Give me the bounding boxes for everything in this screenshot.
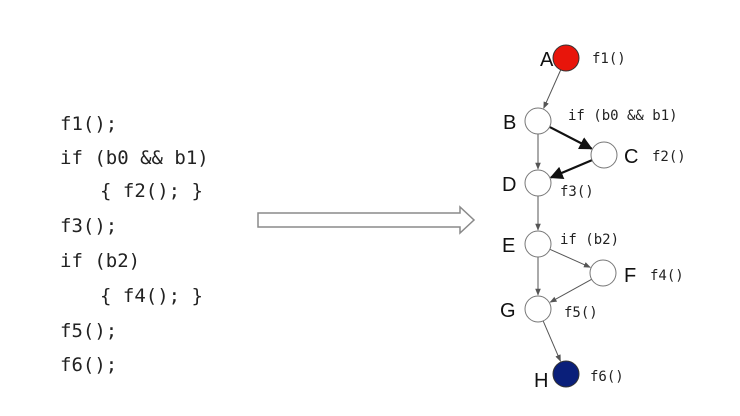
transform-arrow: [257, 205, 476, 235]
edge-g-h: [542, 320, 561, 362]
node-circle-h: [552, 360, 580, 388]
node-code-g: f5(): [564, 305, 598, 321]
code-line-f5: f5();: [60, 320, 118, 342]
code-line-f2-block: { f2(); }: [100, 180, 203, 202]
node-code-e: if (b2): [560, 232, 619, 248]
edge-f-g: [549, 278, 592, 303]
node-circle-f: [589, 259, 617, 287]
edge-a-b: [543, 69, 562, 109]
node-label-f: F: [624, 265, 636, 287]
code-line-if-b2: if (b2): [60, 250, 141, 272]
node-label-d: D: [502, 174, 516, 196]
node-label-b: B: [503, 112, 516, 134]
node-label-e: E: [502, 235, 515, 257]
node-circle-g: [524, 295, 552, 323]
node-circle-a: [552, 44, 580, 72]
code-line-f3: f3();: [60, 215, 118, 237]
node-code-a: f1(): [592, 51, 626, 67]
node-circle-b: [524, 107, 552, 135]
code-line-f4-block: { f4(); }: [100, 285, 203, 307]
edge-b-c: [549, 125, 593, 150]
code-line-if-b0-b1: if (b0 && b1): [60, 147, 209, 169]
node-code-f: f4(): [650, 268, 684, 284]
node-code-h: f6(): [590, 369, 624, 385]
edge-c-d: [549, 159, 593, 179]
node-code-c: f2(): [652, 149, 686, 165]
node-label-h: H: [534, 370, 548, 392]
node-code-d: f3(): [560, 184, 594, 200]
edge-e-f: [549, 248, 591, 268]
code-line-f6: f6();: [60, 354, 118, 376]
node-circle-c: [590, 141, 618, 169]
node-label-g: G: [500, 300, 516, 322]
node-label-c: C: [624, 146, 638, 168]
node-code-b: if (b0 && b1): [568, 108, 678, 124]
code-line-f1: f1();: [60, 113, 118, 135]
node-circle-d: [524, 169, 552, 197]
node-circle-e: [524, 230, 552, 258]
node-label-a: A: [540, 49, 554, 71]
